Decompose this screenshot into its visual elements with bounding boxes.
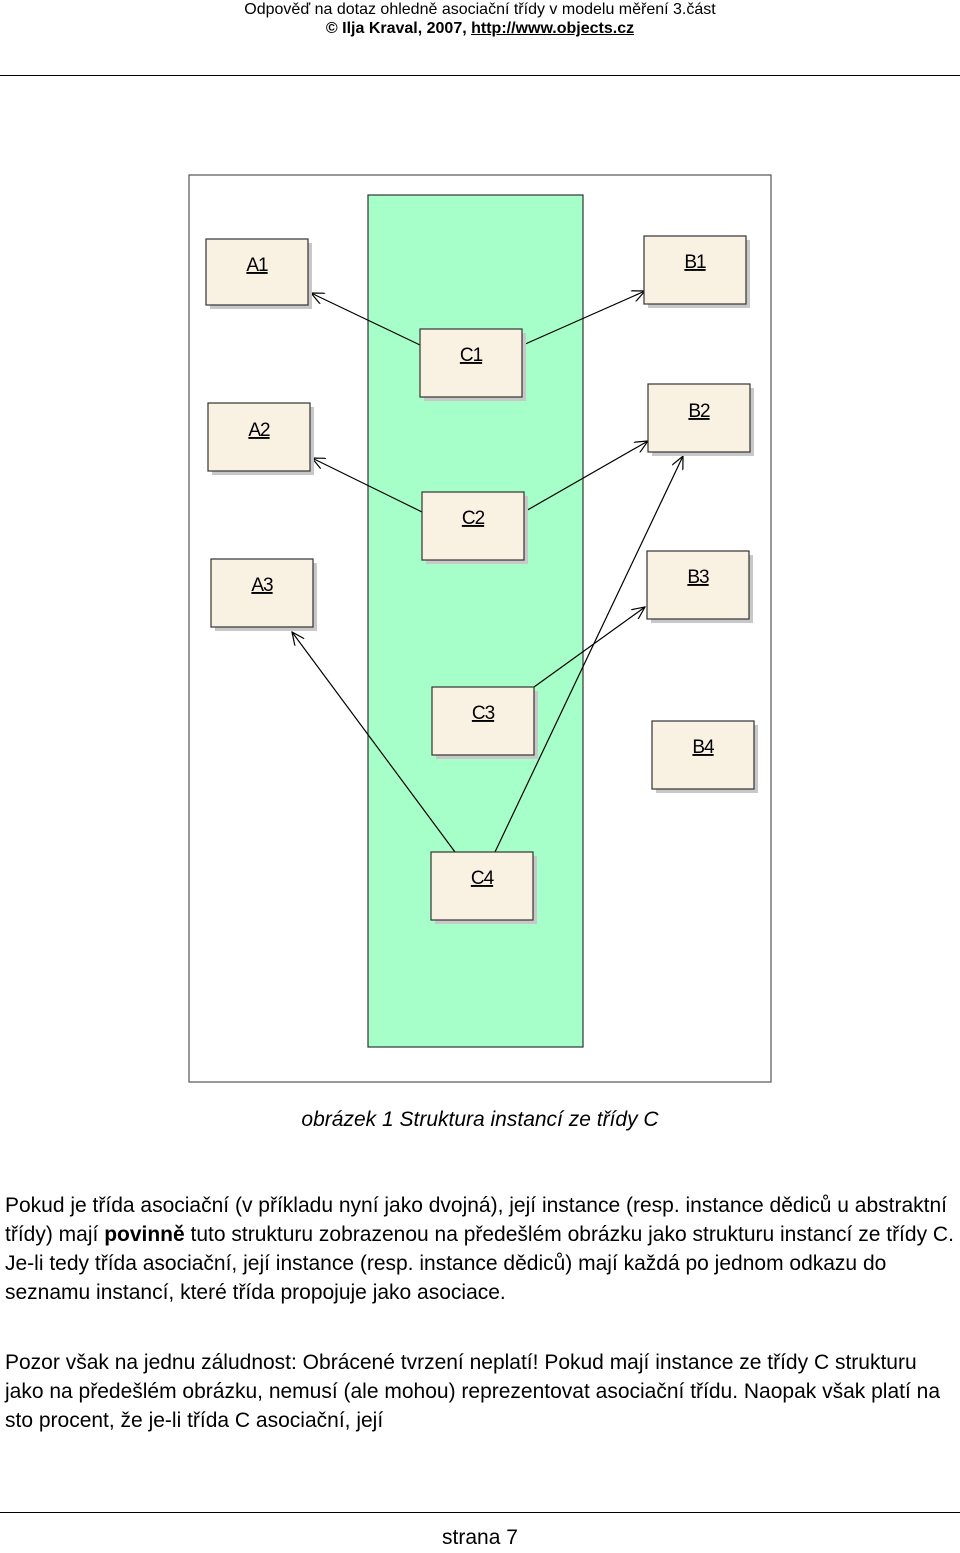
link-c2-b2 [523,441,648,513]
page-number: strana 7 [442,1526,518,1549]
instance-box-c3: C3 [431,686,538,759]
figure-caption: obrázek 1 Struktura instancí ze třídy C [301,1108,659,1131]
instance-label-a2: A2 [248,420,270,441]
paragraph-1-part2: tuto strukturu zobrazenou na předešlém o… [5,1223,954,1304]
link-c4-a3 [292,632,456,853]
paragraph-1-part1: Pokud je třída asociační (v příkladu nyn… [5,1194,948,1246]
footer-divider [0,1512,960,1513]
header-divider [0,75,960,76]
page-header: Odpověď na dotaz ohledně asociační třídy… [0,0,960,38]
instance-diagram: A1 A2 A3 B1 B2 B3 B4 C1 [188,174,772,1083]
instance-box-a1: A1 [205,238,312,309]
instance-box-c4: C4 [430,851,537,924]
instance-box-c1: C1 [419,328,526,401]
header-copyright: © Ilja Kraval, 2007, http://www.objects.… [0,19,960,38]
instance-label-b1: B1 [684,252,706,273]
instance-label-c4: C4 [471,868,495,889]
instance-box-b3: B3 [646,550,753,623]
instance-label-b3: B3 [687,567,709,588]
instance-label-a3: A3 [251,575,273,596]
instance-label-c1: C1 [460,345,483,366]
link-c2-a2 [312,458,423,513]
instance-box-b2: B2 [647,383,754,456]
paragraph-1-emphasis: povinně [104,1223,185,1246]
instance-label-b4: B4 [692,737,715,758]
instance-label-c2: C2 [462,508,485,529]
instance-box-b4: B4 [651,720,758,793]
instance-box-c2: C2 [421,491,528,564]
paragraph-2: Pozor však na jednu záludnost: Obrácené … [5,1351,941,1432]
instance-label-b2: B2 [688,401,710,422]
instance-box-a3: A3 [210,558,317,631]
link-c1-a1 [311,293,421,346]
link-c1-b1 [522,291,645,346]
link-c4-b2 [494,456,683,853]
copyright-text: © Ilja Kraval, 2007, [325,20,472,37]
header-title: Odpověď na dotaz ohledně asociační třídy… [244,1,716,18]
link-c3-b3 [533,607,645,688]
instance-box-a2: A2 [207,402,314,475]
instance-label-c3: C3 [472,703,495,724]
instance-box-b1: B1 [643,235,750,308]
website-link[interactable]: http://www.objects.cz [471,20,635,37]
instance-label-a1: A1 [246,255,268,276]
paragraph-1: Pokud je třída asociační (v příkladu nyn… [5,1191,955,1307]
